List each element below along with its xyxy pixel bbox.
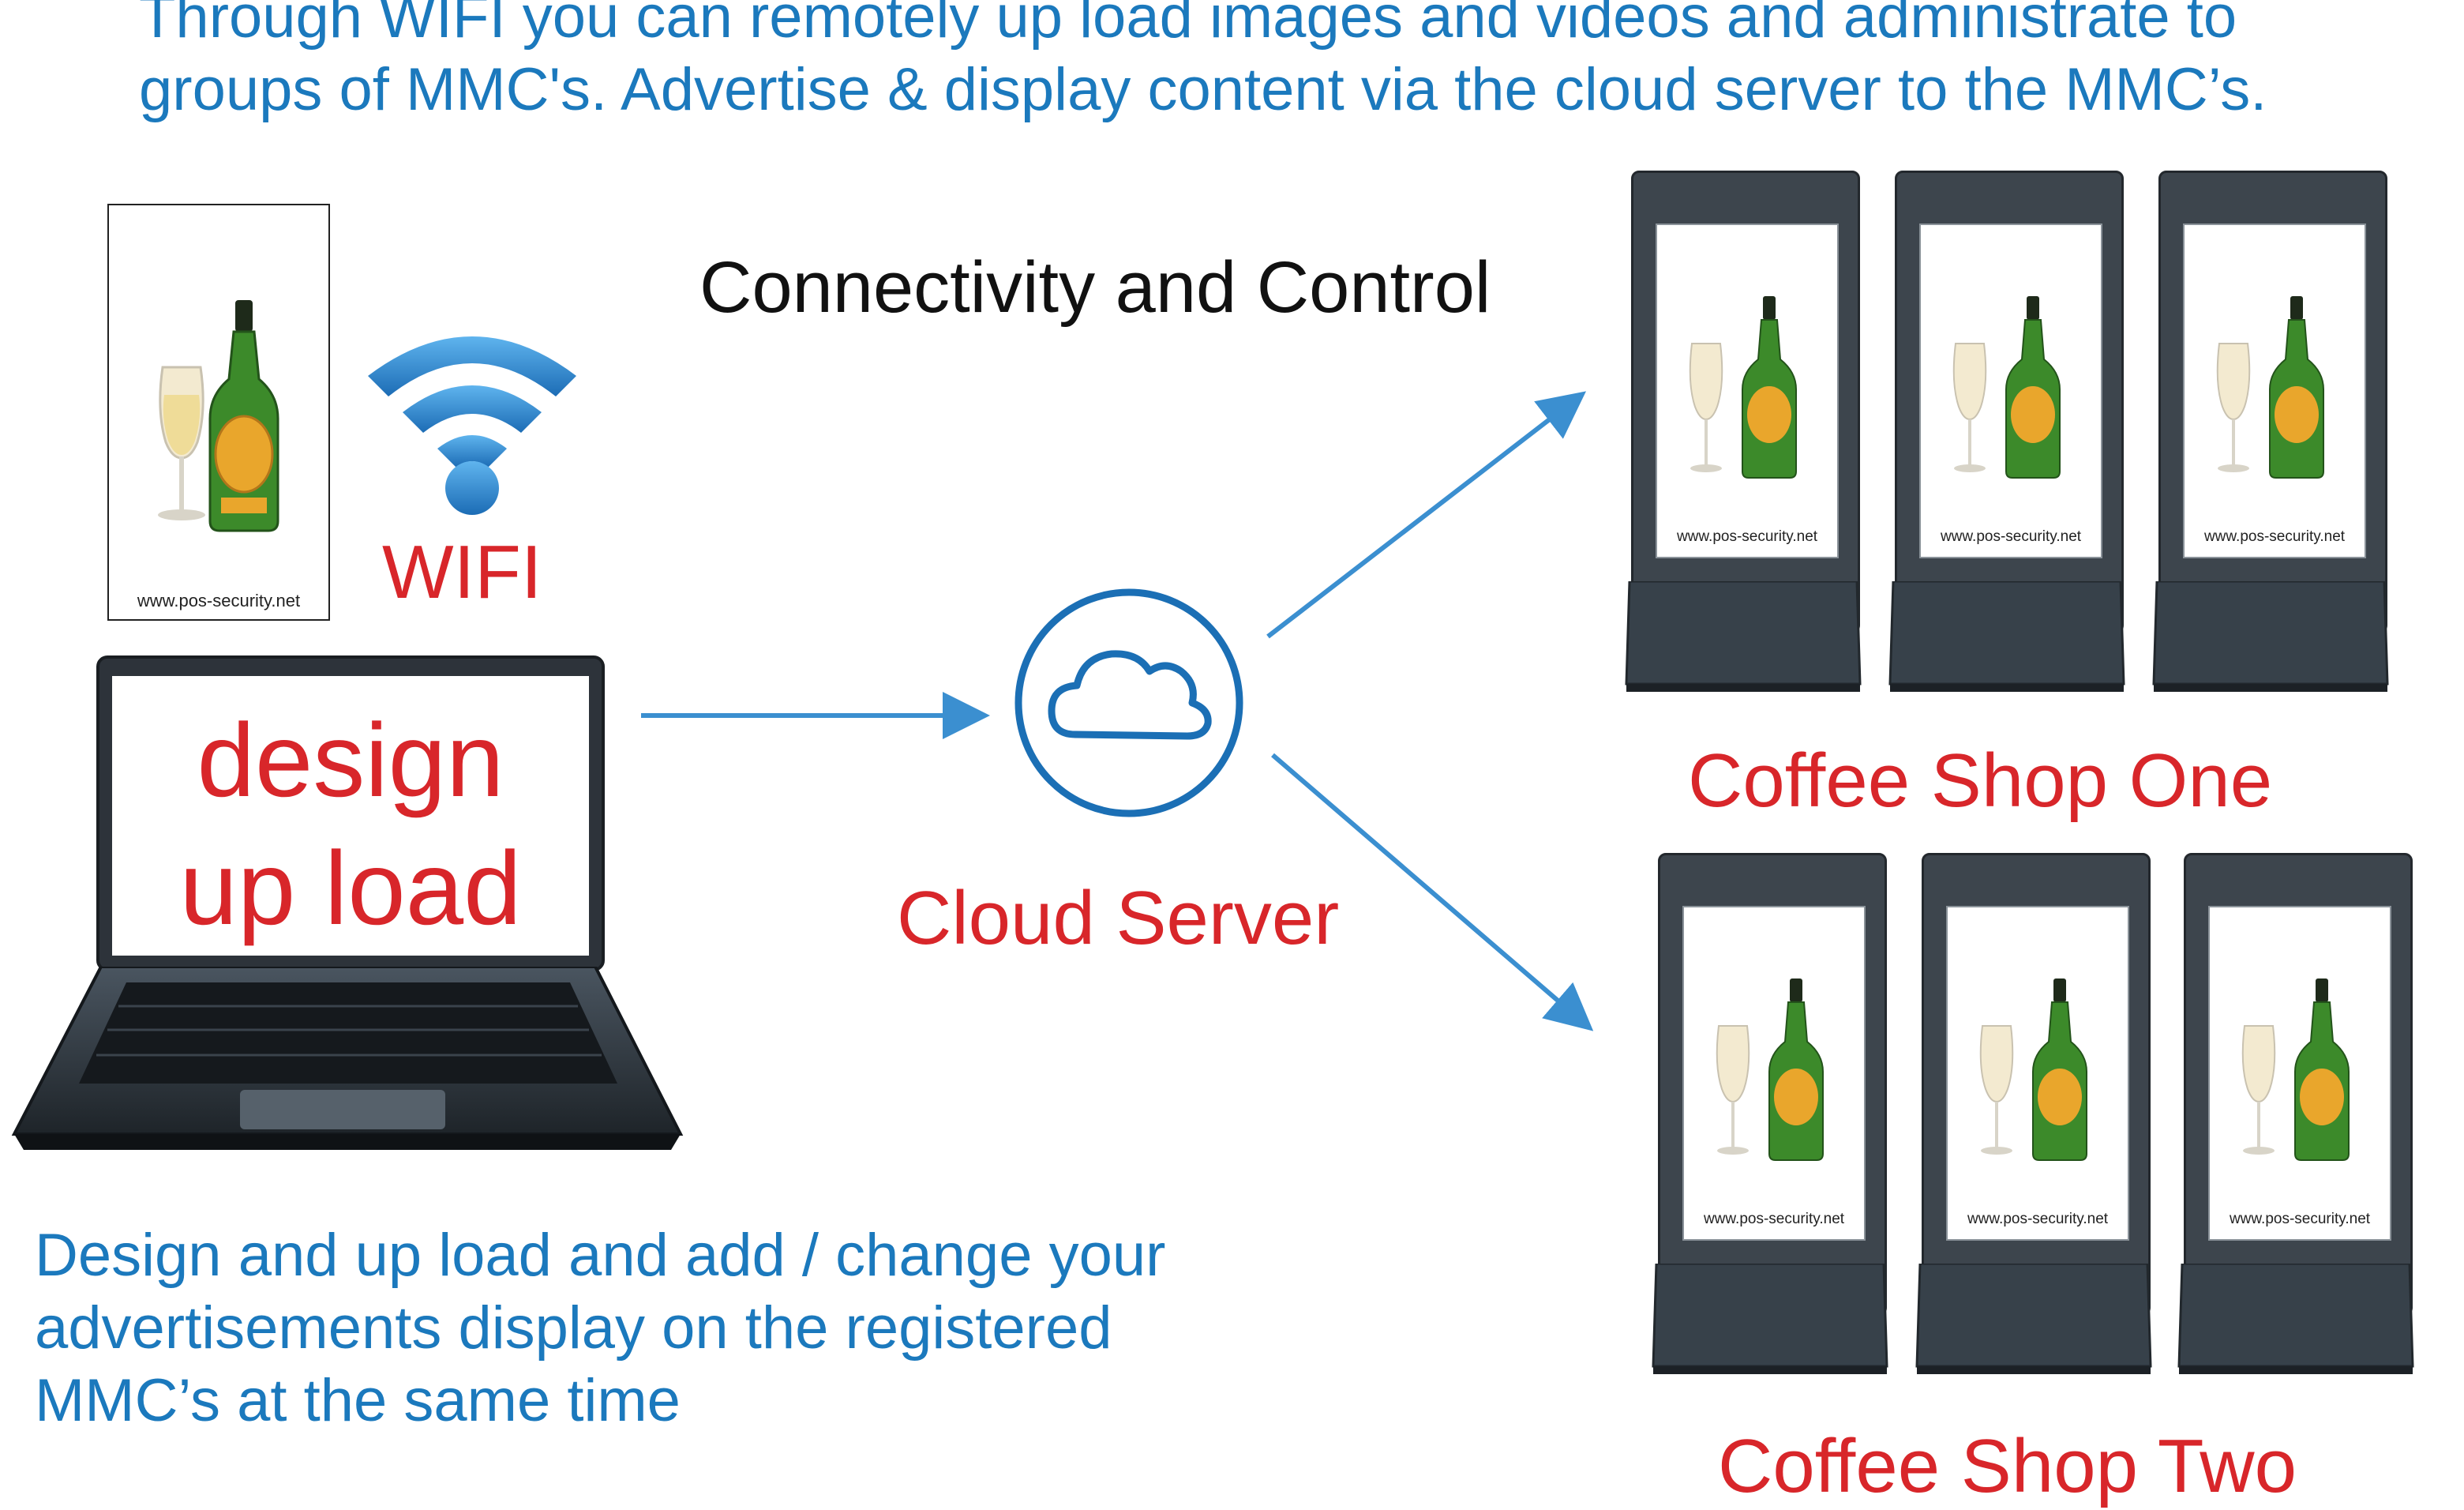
laptop-text-design: design (197, 702, 504, 818)
shop-one-label: Coffee Shop One (1688, 738, 2273, 823)
device-stand (2177, 1264, 2414, 1374)
poster-url: www.pos-security.net (137, 591, 301, 610)
cloud-server-label: Cloud Server (897, 876, 1340, 960)
arrow-cloud-to-shop-one (1266, 391, 1587, 639)
mmc-device: www.pos-security.net (1650, 853, 1890, 1374)
mmc-device: www.pos-security.net (2151, 171, 2391, 692)
header-line-2: groups of MMC's. Advertise & display con… (139, 56, 2267, 123)
champagne-illustration (1716, 978, 1824, 1161)
cloud-server-icon (1014, 588, 1243, 817)
mmc-device: www.pos-security.net (2176, 853, 2416, 1374)
diagram-title: Connectivity and Control (699, 247, 1491, 328)
champagne-illustration (1952, 296, 2061, 479)
description-line-2: advertisements display on the registered (35, 1294, 1112, 1362)
device-stand (1652, 1264, 1888, 1374)
laptop-screen-text: design up load (112, 697, 589, 952)
wifi-icon (368, 336, 576, 515)
device-url: www.pos-security.net (1703, 1211, 1845, 1227)
device-stand (2152, 581, 2389, 692)
laptop-text-upload: up load (179, 830, 522, 946)
device-url: www.pos-security.net (1940, 528, 2082, 545)
mmc-device: www.pos-security.net (1623, 171, 1863, 692)
description-line-3: MMC’s at the same time (35, 1367, 681, 1434)
device-url: www.pos-security.net (2229, 1211, 2371, 1227)
device-url: www.pos-security.net (1676, 528, 1818, 545)
device-url: www.pos-security.net (2203, 528, 2346, 545)
device-stand (1888, 581, 2125, 692)
header-text: Through WIFI you can remotely up load im… (139, 0, 2267, 126)
shop-two-label: Coffee Shop Two (1718, 1424, 2297, 1508)
champagne-illustration (2216, 296, 2324, 479)
mmc-device: www.pos-security.net (1914, 853, 2154, 1374)
device-stand (1915, 1264, 2152, 1374)
champagne-illustration (1689, 296, 1797, 479)
mmc-device: www.pos-security.net (1887, 171, 2127, 692)
champagne-illustration (158, 300, 279, 532)
champagne-illustration (1979, 978, 2087, 1161)
device-stand (1625, 581, 1862, 692)
description-text: Design and up load and add / change your… (35, 1219, 1165, 1437)
header-line-1: Through WIFI you can remotely up load im… (139, 0, 2237, 51)
device-url: www.pos-security.net (1967, 1211, 2109, 1227)
champagne-illustration (2241, 978, 2350, 1161)
arrow-cloud-to-shop-two (1271, 753, 1594, 1031)
laptop-keyboard-base (11, 967, 684, 1150)
wifi-label: WIFI (382, 530, 542, 614)
description-line-1: Design and up load and add / change your (35, 1222, 1166, 1289)
laptop-screen: design up load (96, 655, 605, 971)
ad-poster: www.pos-security.net (107, 204, 330, 621)
